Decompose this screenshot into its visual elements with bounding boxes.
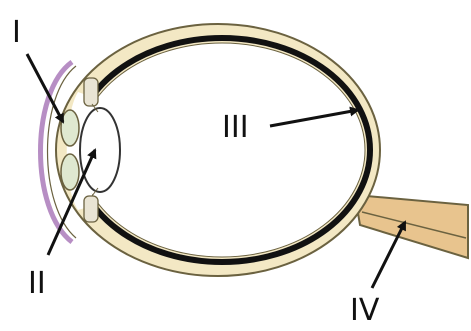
label-III: III xyxy=(222,110,249,145)
label-II: II xyxy=(28,266,46,301)
label-IV: IV xyxy=(350,293,380,328)
lens xyxy=(80,108,120,192)
vitreous-body xyxy=(79,43,365,257)
optic-nerve xyxy=(355,195,468,258)
label-I: I xyxy=(12,15,21,50)
